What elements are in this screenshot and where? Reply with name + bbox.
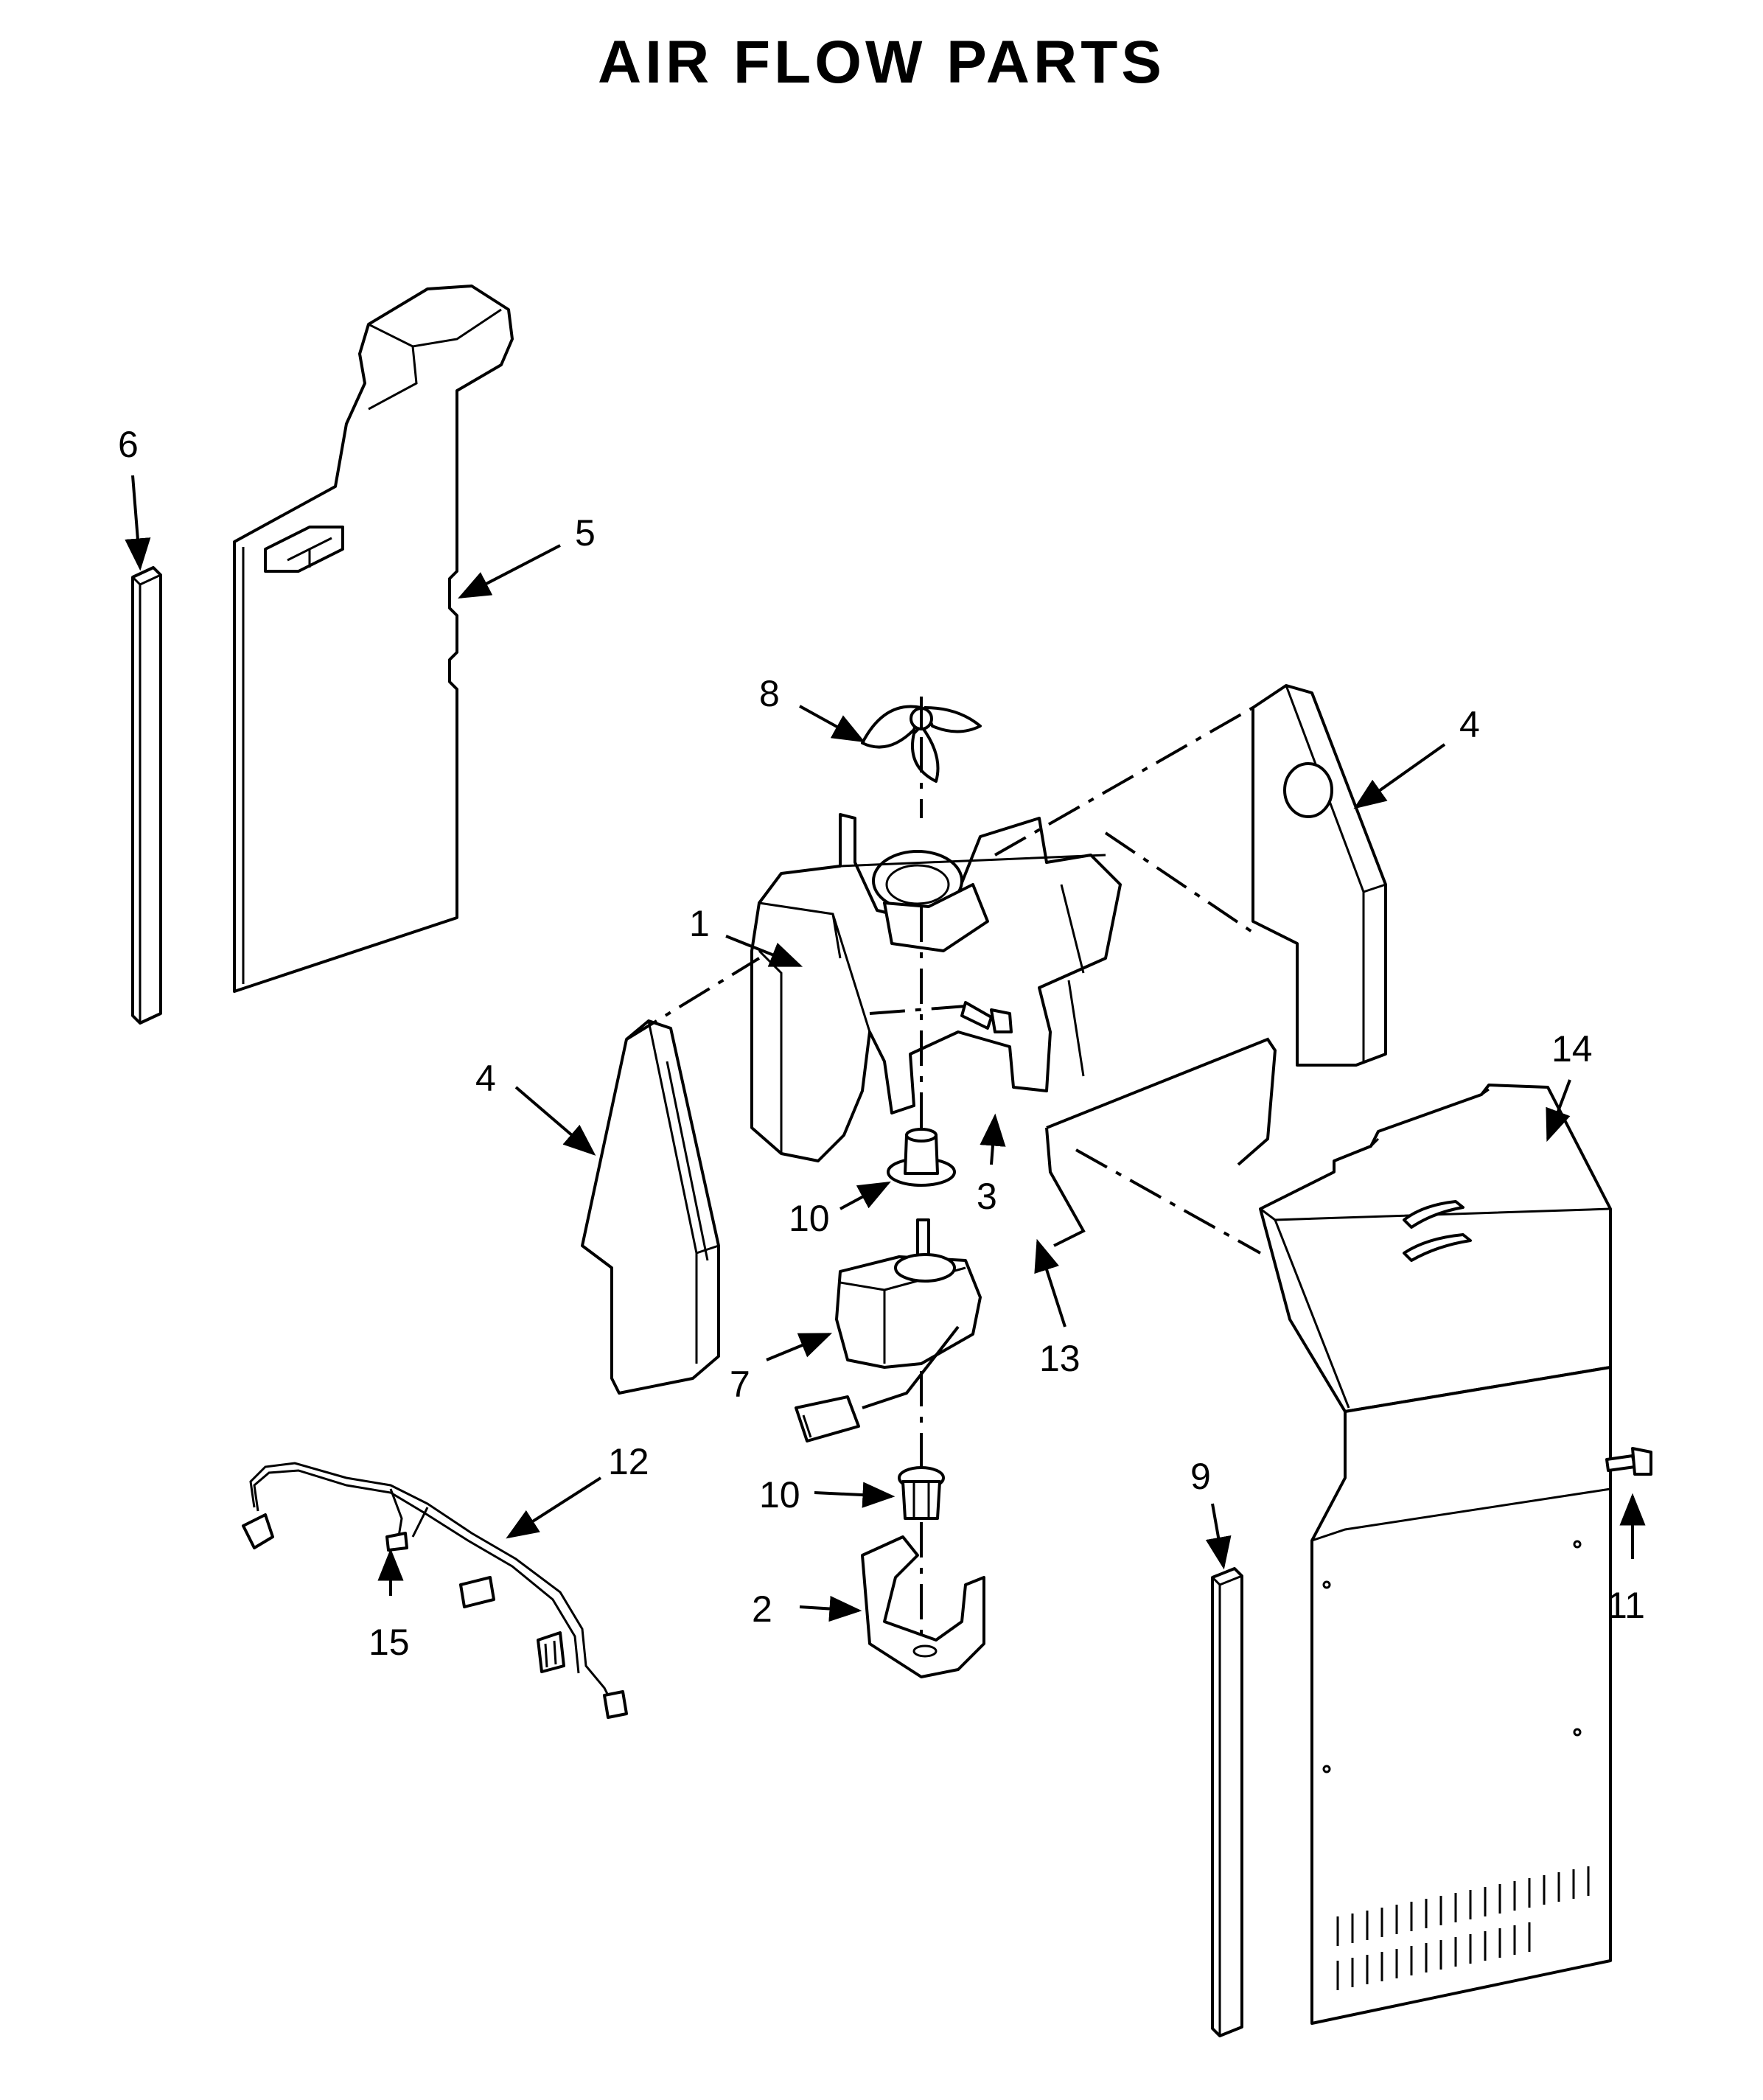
callout-15: 15 (369, 1622, 410, 1663)
part-4-baffle-right (1251, 684, 1387, 1067)
vent-slots (1336, 1866, 1590, 1990)
callout-4-left: 4 (475, 1058, 496, 1099)
part-13-wire-rod (1045, 1037, 1277, 1247)
part-10-grommet-lower (898, 1466, 945, 1520)
callout-10-lower: 10 (759, 1474, 800, 1515)
callout-10-upper: 10 (789, 1198, 830, 1239)
callout-5: 5 (575, 512, 596, 554)
callout-11: 11 (1607, 1585, 1645, 1626)
callout-labels: 6 5 8 4 1 4 3 10 7 13 14 12 10 2 15 9 11 (118, 424, 1645, 1663)
callout-2: 2 (752, 1588, 772, 1630)
callout-14: 14 (1551, 1028, 1593, 1070)
callout-8: 8 (759, 673, 780, 714)
callout-9: 9 (1190, 1456, 1211, 1497)
part-6-strip (131, 566, 162, 1025)
assembly-guide-lines (625, 706, 1261, 1644)
part-4-baffle-left (581, 1019, 720, 1395)
callout-7: 7 (730, 1364, 750, 1405)
part-3-screw (960, 1001, 1013, 1033)
callout-arrows (125, 475, 1646, 1622)
callout-1: 1 (689, 903, 710, 944)
part-10-grommet-upper (887, 1128, 956, 1187)
part-5-duct-panel (233, 285, 514, 993)
page-title: AIR FLOW PARTS (598, 29, 1165, 96)
callout-13: 13 (1039, 1338, 1081, 1379)
callout-3: 3 (977, 1176, 997, 1217)
part-14-lower-panel (1310, 1366, 1612, 2025)
part-11-screw (1605, 1447, 1652, 1476)
part-2-motor-bracket (861, 1535, 985, 1678)
callout-4-right: 4 (1459, 704, 1480, 745)
part-1-fan-housing (750, 813, 1122, 1162)
part-9-strip (1211, 1567, 1243, 2037)
part-14-upper-duct-panel (1259, 1084, 1612, 1413)
part-8-fan-blade (861, 697, 982, 783)
callout-6: 6 (118, 424, 139, 465)
callout-12: 12 (608, 1441, 649, 1482)
part-7-fan-motor (795, 1218, 982, 1443)
part-12-wire-harness (242, 1462, 628, 1719)
